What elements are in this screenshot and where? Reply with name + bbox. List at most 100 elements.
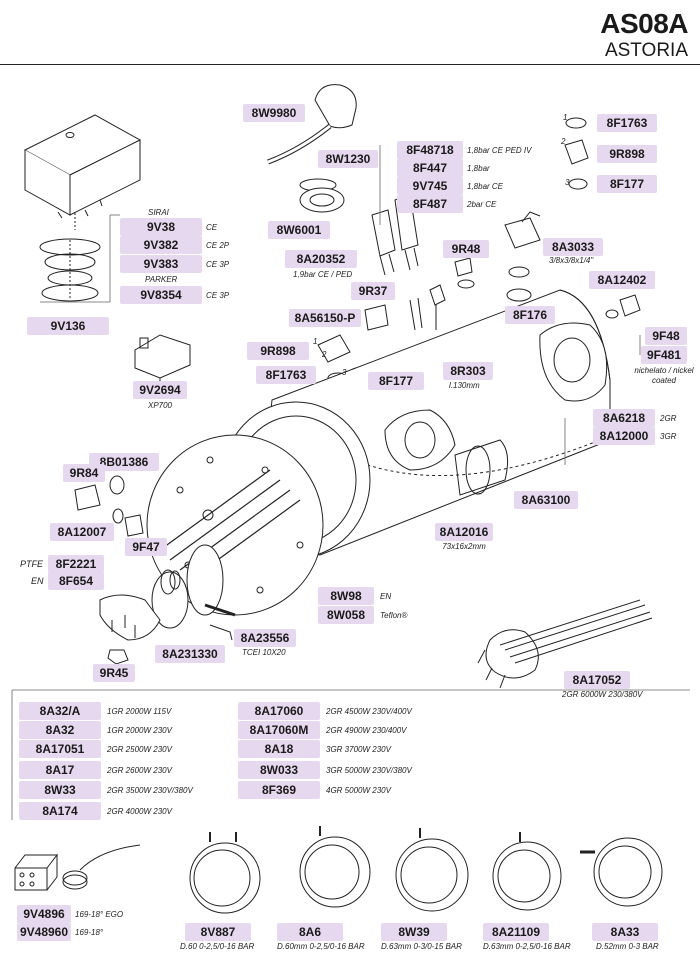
part-label-9r45[interactable]: 9R45 [93, 664, 135, 682]
part-note: 1,8bar CE [467, 182, 504, 191]
part-label-8f177-lower[interactable]: 8F177 [368, 372, 424, 390]
fittings-left-illustration [74, 475, 181, 595]
part-label-8b01386[interactable]: 8B01386 [89, 453, 159, 471]
element-label-8a17060[interactable]: 8A17060 [238, 702, 320, 720]
part-note: 3GR [660, 432, 677, 441]
part-label-8a6[interactable]: 8A6 [277, 923, 343, 941]
element-label-8a174[interactable]: 8A174 [19, 802, 101, 820]
part-label-9v382[interactable]: 9V382 [120, 236, 202, 254]
part-note: 2bar CE [467, 200, 497, 209]
leader-lines [11, 145, 690, 820]
part-label-9r898[interactable]: 9R898 [597, 145, 657, 163]
element-label-8a32a[interactable]: 8A32/A [19, 702, 101, 720]
part-label-8w058[interactable]: 8W058 [318, 606, 374, 624]
part-label-8f2221[interactable]: 8F2221 [48, 555, 104, 573]
part-label-8a12007[interactable]: 8A12007 [50, 523, 114, 541]
part-note: CE 3P [206, 291, 230, 300]
part-label-8w98[interactable]: 8W98 [318, 587, 374, 605]
part-label-9v38[interactable]: 9V38 [120, 218, 202, 236]
part-label-9v745[interactable]: 9V745 [397, 177, 463, 195]
part-label-8f176[interactable]: 8F176 [505, 306, 555, 324]
machine-model: ASTORIA [604, 40, 688, 61]
part-label-9v136[interactable]: 9V136 [27, 317, 109, 335]
part-label-8w39[interactable]: 8W39 [381, 923, 447, 941]
part-label-8r303[interactable]: 8R303 [443, 362, 493, 380]
part-label-9f47[interactable]: 9F47 [125, 538, 167, 556]
gauge-8a6 [299, 826, 371, 908]
safety-valve-illustration [267, 84, 357, 213]
part-label-8w6001[interactable]: 8W6001 [268, 221, 330, 239]
part-label-9r898-lower[interactable]: 9R898 [247, 342, 309, 360]
part-note: XP700 [147, 401, 173, 410]
material-note: PTFE [20, 559, 44, 569]
part-note: CE 2P [206, 241, 230, 250]
part-label-9r48[interactable]: 9R48 [443, 240, 489, 258]
callout-number: 3 [565, 178, 570, 187]
part-label-8a17052[interactable]: 8A17052 [564, 671, 630, 689]
part-note: EN [380, 592, 392, 601]
part-label-8a20352[interactable]: 8A20352 [285, 250, 357, 268]
part-note: 1,9bar CE / PED [293, 270, 353, 279]
part-label-9f48[interactable]: 9F48 [645, 327, 687, 345]
element-label-8w33[interactable]: 8W33 [19, 781, 101, 799]
part-label-8a3033[interactable]: 8A3033 [543, 238, 603, 256]
element-label-8w033[interactable]: 8W033 [238, 761, 320, 779]
element-label-8a17060m[interactable]: 8A17060M [238, 721, 320, 739]
part-note: 2GR 6000W 230/380V [562, 690, 643, 699]
part-label-9v2694[interactable]: 9V2694 [133, 381, 187, 399]
gauge-8v887 [189, 832, 261, 914]
part-label-8a12016[interactable]: 8A12016 [435, 523, 493, 541]
element-label-8a17051[interactable]: 8A17051 [19, 740, 101, 758]
part-label-8w1230[interactable]: 8W1230 [318, 150, 378, 168]
part-note: 2GR [660, 414, 677, 423]
part-label-8a12402[interactable]: 8A12402 [589, 271, 655, 289]
part-note: 169-18° [75, 928, 104, 937]
part-label-9r84[interactable]: 9R84 [63, 464, 105, 482]
element-label-8a17[interactable]: 8A17 [19, 761, 101, 779]
element-label-8a18[interactable]: 8A18 [238, 740, 320, 758]
callout-number: 2 [322, 350, 327, 359]
element-label-8a32[interactable]: 8A32 [19, 721, 101, 739]
part-label-8a63100[interactable]: 8A63100 [514, 491, 578, 509]
part-label-9f481[interactable]: 9F481 [641, 346, 687, 364]
part-label-8a6218[interactable]: 8A6218 [593, 409, 655, 427]
part-note: D.60 0-2,5/0-16 BAR [180, 942, 255, 951]
part-note: D.63mm 0-3/0-15 BAR [381, 942, 462, 951]
part-label-8f654[interactable]: 8F654 [48, 572, 104, 590]
part-label-9v4896[interactable]: 9V4896 [17, 905, 71, 923]
material-note: EN [31, 576, 44, 586]
part-label-9v8354[interactable]: 9V8354 [120, 286, 202, 304]
part-label-8f48718[interactable]: 8F48718 [397, 141, 463, 159]
part-note: l.130mm [449, 381, 480, 390]
part-label-8f487[interactable]: 8F487 [397, 195, 463, 213]
part-label-8v887[interactable]: 8V887 [185, 923, 251, 941]
part-label-8a12000[interactable]: 8A12000 [593, 427, 655, 445]
part-label-8f1763-lower[interactable]: 8F1763 [256, 366, 316, 384]
part-label-8f1763[interactable]: 8F1763 [597, 114, 657, 132]
thermostat-illustration [14, 844, 141, 891]
part-label-8a21109[interactable]: 8A21109 [483, 923, 549, 941]
part-label-9v383[interactable]: 9V383 [120, 255, 202, 273]
callout-number: 3 [342, 368, 347, 377]
part-label-9r37[interactable]: 9R37 [351, 282, 395, 300]
part-label-8a23556[interactable]: 8A23556 [234, 629, 296, 647]
part-label-8a231330[interactable]: 8A231330 [155, 645, 225, 663]
part-label-9v48960[interactable]: 9V48960 [17, 923, 71, 941]
element-spec: 1GR 2000W 230V [107, 726, 172, 735]
callout-number: 2 [561, 137, 566, 146]
manufacturer-heading: SIRAI [148, 208, 169, 217]
part-note: 169-18° EGO [75, 910, 124, 919]
part-label-8f447[interactable]: 8F447 [397, 159, 463, 177]
part-label-8w9980[interactable]: 8W9980 [243, 104, 305, 122]
element-spec: 3GR 3700W 230V [326, 745, 391, 754]
part-note: 73x16x2mm [442, 542, 486, 551]
part-note: Teflon® [380, 611, 408, 620]
element-label-8f369[interactable]: 8F369 [238, 781, 320, 799]
callout-number: 1 [313, 337, 318, 346]
part-note: 1,8bar [467, 164, 490, 173]
part-label-8f177[interactable]: 8F177 [597, 175, 657, 193]
part-label-8a33[interactable]: 8A33 [592, 923, 658, 941]
part-label-8a56150-p[interactable]: 8A56150-P [289, 309, 361, 327]
element-spec: 4GR 5000W 230V [326, 786, 391, 795]
